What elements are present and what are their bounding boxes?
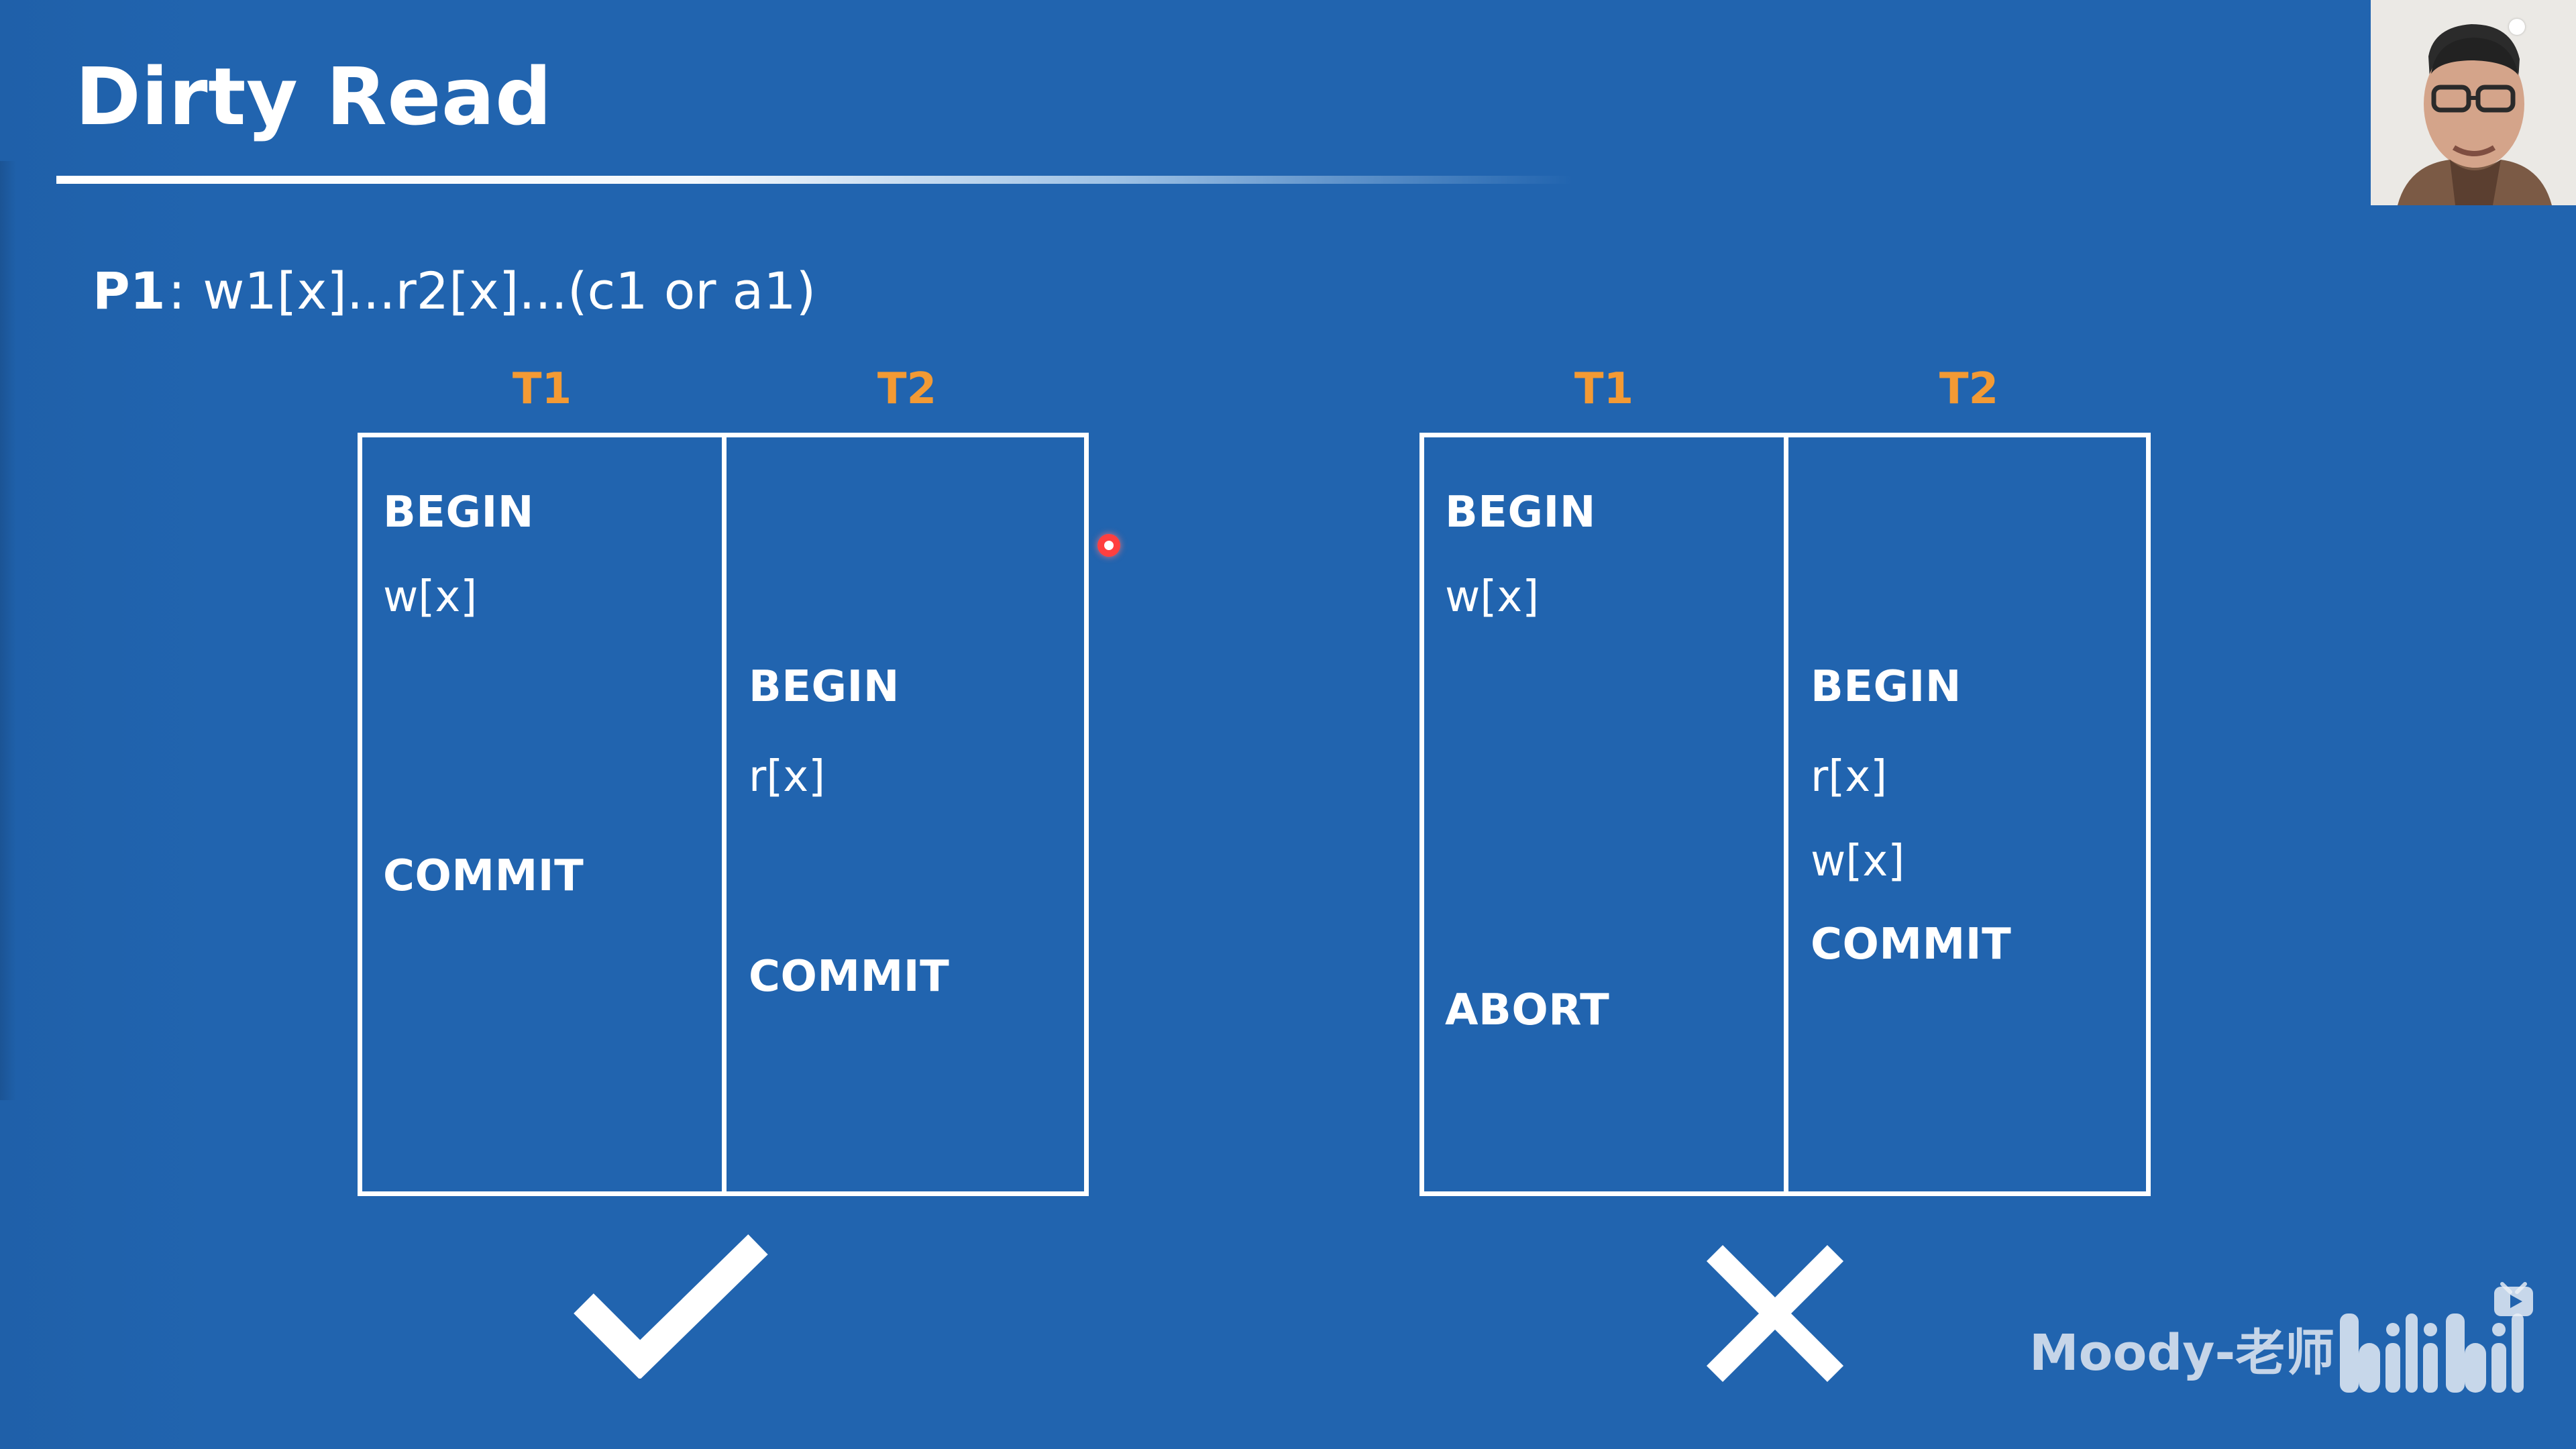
right-t1-step-abort: ABORT bbox=[1445, 985, 1610, 1035]
check-icon bbox=[574, 1234, 768, 1379]
left-t2-step-read: r[x] bbox=[749, 752, 826, 802]
left-table-divider bbox=[722, 437, 727, 1191]
right-t2-step-write: w[x] bbox=[1811, 837, 1905, 886]
right-transaction-table: BEGIN w[x] ABORT BEGIN r[x] w[x] COMMIT bbox=[1419, 433, 2151, 1196]
left-transaction-table: BEGIN w[x] COMMIT BEGIN r[x] COMMIT bbox=[358, 433, 1089, 1196]
presenter-webcam-thumbnail bbox=[2371, 0, 2576, 205]
bilibili-logo-icon bbox=[2340, 1282, 2533, 1393]
left-t2-step-commit: COMMIT bbox=[749, 952, 950, 1002]
right-t2-step-begin: BEGIN bbox=[1811, 662, 1962, 712]
right-t1-header: T1 bbox=[1574, 364, 1634, 414]
formula-key: P1 bbox=[93, 261, 166, 321]
right-t1-step-write: w[x] bbox=[1445, 572, 1540, 622]
formula-text: w1[x]...r2[x]...(c1 or a1) bbox=[203, 261, 816, 321]
left-t2-header: T2 bbox=[877, 364, 937, 414]
presenter-avatar bbox=[2371, 0, 2576, 205]
right-t2-step-commit: COMMIT bbox=[1811, 920, 2012, 969]
slide-title: Dirty Read bbox=[75, 50, 552, 143]
right-t1-step-begin: BEGIN bbox=[1445, 488, 1596, 537]
formula-line: P1:w1[x]...r2[x]...(c1 or a1) bbox=[93, 266, 816, 317]
right-t2-step-read: r[x] bbox=[1811, 752, 1888, 802]
formula-colon: : bbox=[168, 261, 186, 321]
right-t2-header: T2 bbox=[1939, 364, 1999, 414]
left-t2-step-begin: BEGIN bbox=[749, 662, 900, 712]
cross-icon bbox=[1706, 1244, 1844, 1383]
right-table-divider bbox=[1784, 437, 1788, 1191]
left-t1-step-begin: BEGIN bbox=[383, 488, 534, 537]
title-underline bbox=[56, 176, 1572, 184]
left-t1-step-write: w[x] bbox=[383, 572, 478, 622]
laser-pointer-icon bbox=[1097, 534, 1120, 557]
left-edge-shadow bbox=[0, 161, 16, 1100]
left-t1-step-commit: COMMIT bbox=[383, 851, 584, 901]
camera-indicator-icon bbox=[2509, 19, 2525, 35]
presenter-watermark: Moody-老师 bbox=[2029, 1324, 2335, 1382]
left-t1-header: T1 bbox=[512, 364, 572, 414]
